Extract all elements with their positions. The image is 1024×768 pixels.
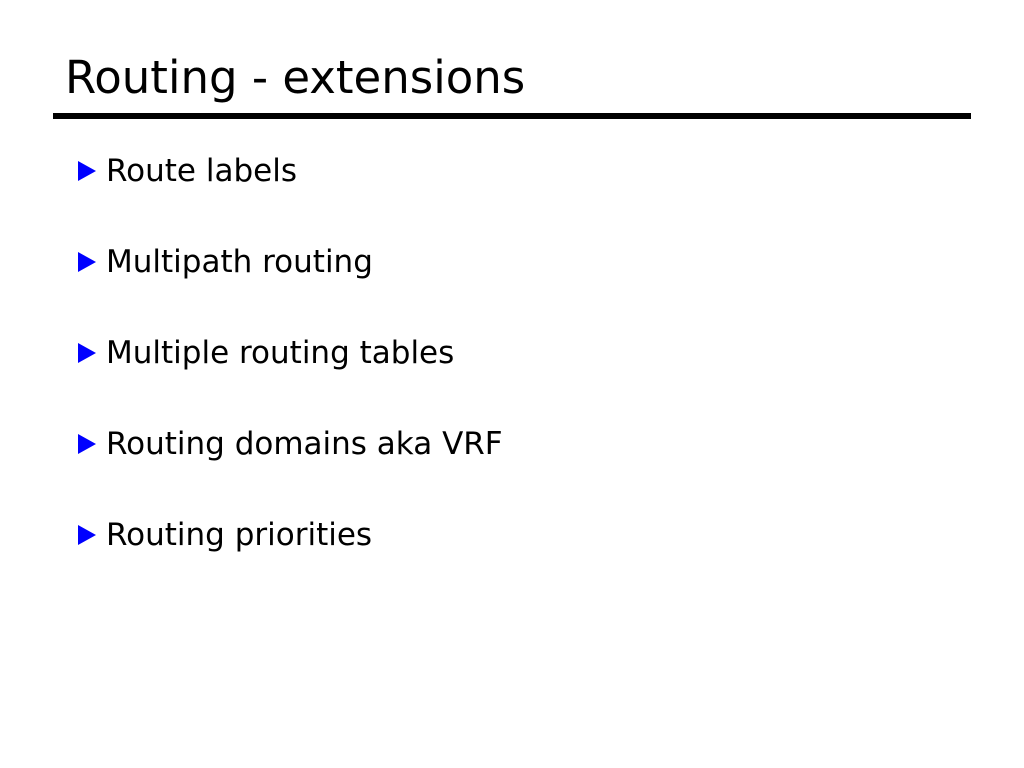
triangle-right-icon (78, 343, 97, 363)
list-item-label: Route labels (106, 153, 297, 189)
triangle-right-icon (78, 161, 97, 181)
list-item: Routing domains aka VRF (78, 425, 978, 516)
list-item: Route labels (78, 152, 978, 243)
triangle-right-icon (78, 252, 97, 272)
list-item-label: Multipath routing (106, 244, 373, 280)
triangle-right-icon (78, 525, 97, 545)
title-underline-rule (53, 113, 971, 119)
title-block: Routing - extensions (53, 50, 971, 106)
list-item-label: Routing domains aka VRF (106, 426, 503, 462)
list-item: Routing priorities (78, 516, 978, 607)
page-title: Routing - extensions (65, 51, 526, 104)
list-item: Multiple routing tables (78, 334, 978, 425)
list-item-label: Multiple routing tables (106, 335, 455, 371)
triangle-right-icon (78, 434, 97, 454)
bullet-list: Route labels Multipath routing Multiple … (78, 152, 978, 607)
list-item-label: Routing priorities (106, 517, 373, 553)
list-item: Multipath routing (78, 243, 978, 334)
